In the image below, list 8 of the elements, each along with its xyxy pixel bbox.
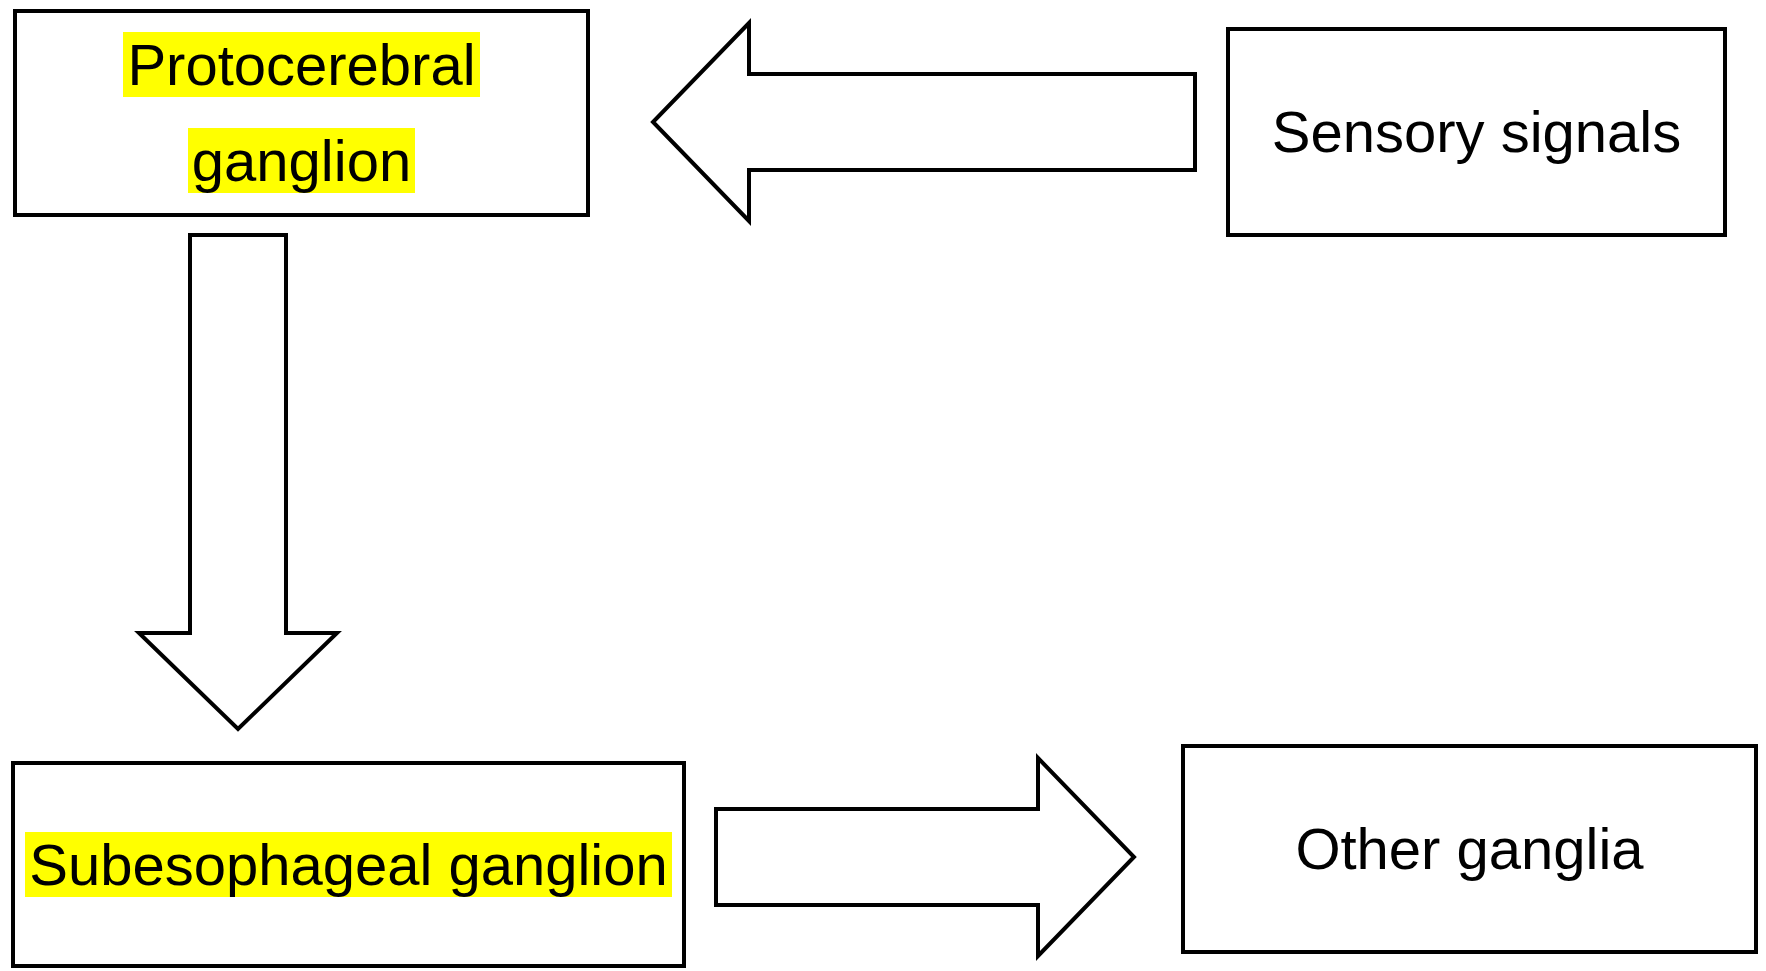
text-box bbox=[11, 761, 686, 968]
text-box bbox=[1181, 744, 1758, 954]
node-label: Sensory signals bbox=[1271, 98, 1682, 166]
node-label: Other ganglia bbox=[1295, 815, 1644, 883]
block-arrow bbox=[134, 233, 342, 732]
block-arrow bbox=[650, 18, 1197, 226]
block-arrow bbox=[714, 753, 1137, 961]
text-box bbox=[1226, 27, 1727, 237]
